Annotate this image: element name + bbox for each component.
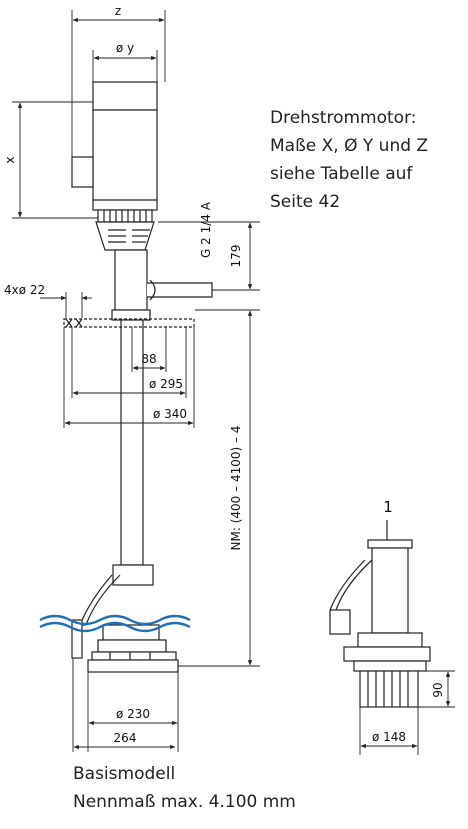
water-surface (39, 614, 191, 633)
dim-90: 90 (431, 682, 445, 697)
dim-x: x (3, 156, 17, 163)
mounting-hole-marks (65, 318, 83, 328)
dim-z: z (115, 4, 121, 18)
variant-pump (329, 520, 431, 708)
motor-note-line-1: Drehstrommotor: (270, 108, 417, 128)
motor-note-line-4: Seite 42 (270, 192, 341, 212)
variant-label: 1 (383, 498, 393, 516)
dim-thread: G 2 1/4 A (199, 201, 213, 258)
motor (71, 81, 158, 223)
dim-148: ø 148 (372, 730, 406, 744)
motor-note: Drehstrommotor: Maße X, Ø Y und Z siehe … (270, 104, 428, 216)
dim-holes: 4xø 22 (4, 283, 45, 297)
dim-88: 88 (141, 352, 156, 366)
dim-295: ø 295 (149, 377, 183, 391)
dim-340: ø 340 (153, 407, 187, 421)
caption: Basismodell Nennmaß max. 4.100 mm (73, 760, 296, 816)
motor-note-line-3: siehe Tabelle auf (270, 164, 413, 184)
dim-230: ø 230 (116, 707, 150, 721)
caption-line-1: Basismodell (73, 764, 176, 784)
dim-y: ø y (116, 41, 134, 55)
lantern-housing (95, 221, 155, 251)
dim-179: 179 (229, 245, 243, 268)
caption-line-2: Nennmaß max. 4.100 mm (73, 792, 296, 812)
motor-note-line-2: Maße X, Ø Y und Z (270, 136, 429, 156)
mounting-plate (63, 318, 195, 328)
pump-housing (71, 564, 179, 673)
dim-264: 264 (114, 731, 137, 745)
dim-nominal-length: NM: (400 – 4100) – 4 (229, 426, 243, 551)
